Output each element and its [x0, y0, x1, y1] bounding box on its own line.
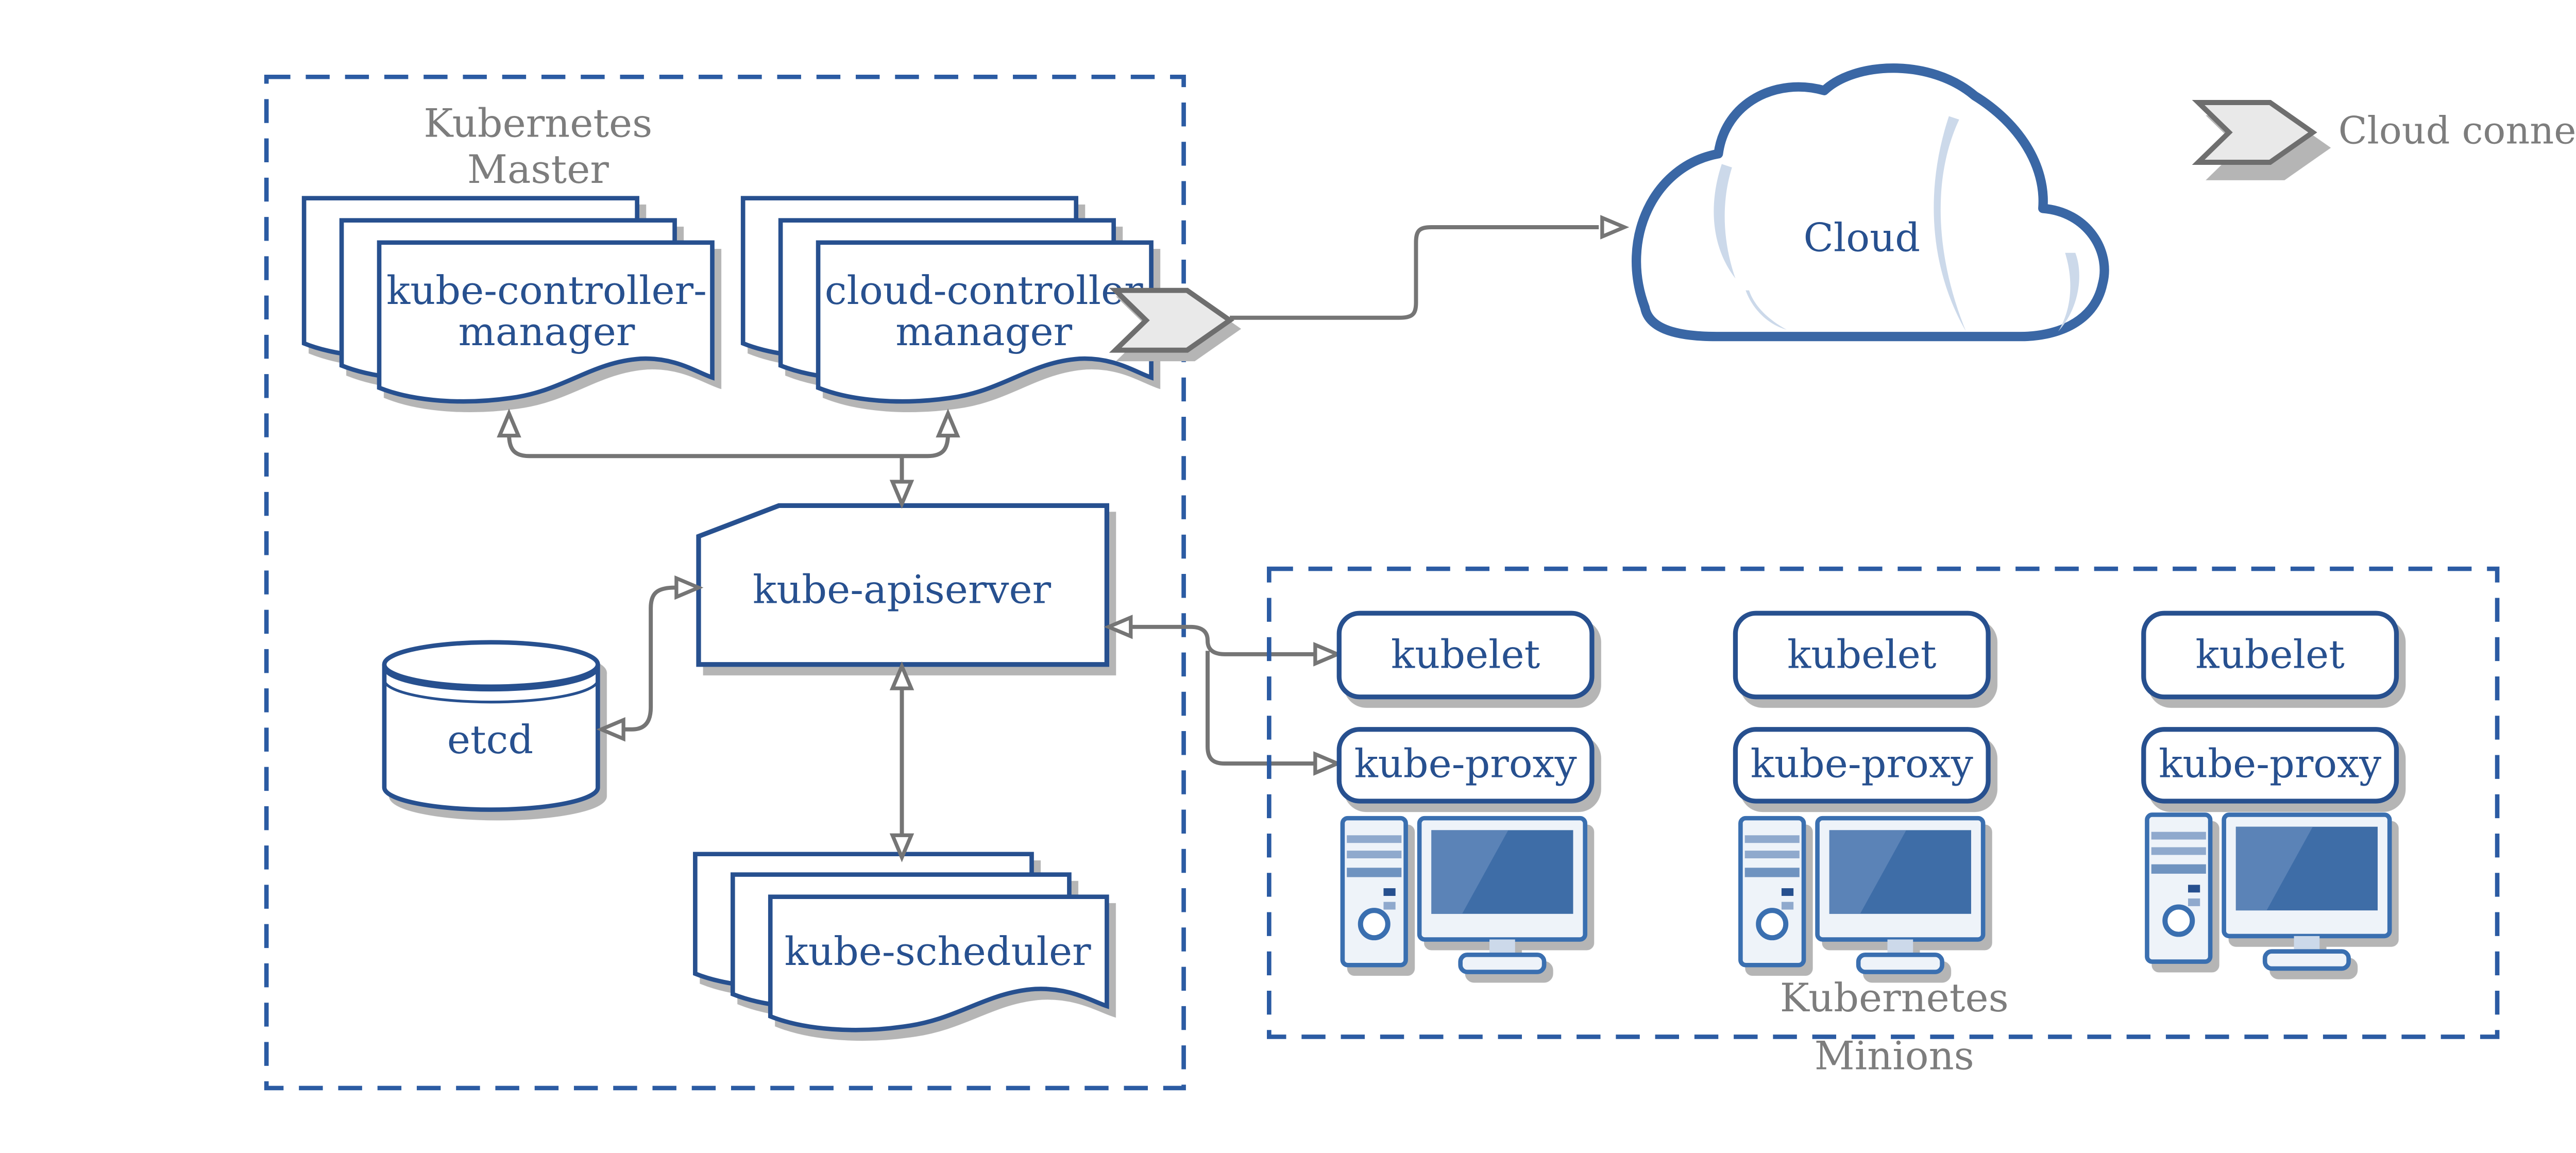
- cloud-label: Cloud: [1803, 214, 1920, 260]
- legend-cloud-connector: Cloud connector: [2192, 100, 2576, 165]
- arrow-apiserver-kubelet: [1104, 615, 1343, 776]
- arrowhead-left-icon: [1104, 615, 1133, 639]
- master-group-label-line2: Master: [467, 146, 609, 192]
- kube-proxy-label: kube-proxy: [2159, 741, 2381, 787]
- cloud-controller-manager-label-line1: cloud-controller: [825, 267, 1143, 313]
- workstation-icon: [1343, 818, 1585, 972]
- kubelet-label: kubelet: [1787, 631, 1937, 677]
- kube-proxy-box: [2141, 727, 2399, 804]
- minion-node: kubelet kube-proxy: [2141, 611, 2399, 969]
- cloud-connector-chevron-icon: [1109, 287, 1234, 353]
- kube-proxy-box: [1336, 727, 1595, 804]
- etcd-label: etcd: [447, 717, 533, 762]
- kube-scheduler-label: kube-scheduler: [785, 928, 1092, 974]
- arrow-apiserver-scheduler: [889, 661, 914, 862]
- kubelet-label: kubelet: [2195, 631, 2345, 677]
- arrow-etcd-apiserver: [596, 575, 704, 742]
- arrowhead-up-icon: [936, 409, 960, 438]
- database-cylinder-icon: [382, 664, 600, 812]
- arrowhead-right-icon: [1313, 642, 1343, 667]
- minions-group-label-line2: Minions: [1815, 1032, 1974, 1078]
- master-group-border: [264, 74, 1186, 1091]
- kubelet-box: [1733, 611, 1991, 700]
- kube-controller-manager-node: kube-controller- manager: [304, 198, 712, 402]
- arrowhead-right-icon: [1600, 215, 1630, 240]
- minions-group-label-line1: Kubernetes: [1780, 975, 2009, 1021]
- arrow-controllers-apiserver: [497, 409, 960, 509]
- minions-group-border: [1267, 566, 2500, 1039]
- etcd-node: [382, 640, 600, 812]
- kube-controller-manager-label-line1: kube-controller-: [386, 267, 707, 313]
- kube-controller-manager-label-line2: manager: [459, 309, 635, 354]
- arrowhead-up-icon: [889, 661, 914, 690]
- kube-apiserver-node: kube-apiserver: [696, 503, 1110, 667]
- arrow-cloudcontroller-cloud: [1230, 215, 1630, 320]
- kubelet-box: [1336, 611, 1595, 700]
- arrowhead-right-icon: [674, 575, 704, 600]
- cloud-shape-icon: [1632, 63, 2109, 342]
- arrowhead-down-icon: [889, 833, 914, 862]
- master-group-label-line1: Kubernetes: [423, 100, 652, 146]
- minion-node: kubelet kube-proxy: [1336, 611, 1595, 972]
- cloud-controller-manager-label-line2: manager: [895, 309, 1072, 354]
- kubelet-label: kubelet: [1391, 631, 1540, 677]
- workstation-icon: [2147, 815, 2389, 968]
- arrowhead-up-icon: [497, 409, 521, 438]
- workstation-icon: [1740, 818, 1983, 972]
- arrowhead-right-icon: [1313, 751, 1343, 776]
- arrowhead-down-icon: [889, 480, 914, 509]
- legend-cloud-connector-label: Cloud connector: [2338, 109, 2576, 153]
- minion-node: kubelet kube-proxy: [1733, 611, 1991, 972]
- kube-proxy-label: kube-proxy: [1354, 741, 1577, 787]
- kube-proxy-label: kube-proxy: [1751, 741, 1973, 787]
- kubelet-box: [2141, 611, 2399, 700]
- kube-scheduler-node: kube-scheduler: [695, 854, 1107, 1030]
- kube-apiserver-label: kube-apiserver: [753, 566, 1052, 612]
- arrowhead-left-icon: [596, 717, 625, 742]
- cloud-node: Cloud: [1632, 63, 2109, 342]
- kube-proxy-box: [1733, 727, 1991, 804]
- cloud-connector-chevron-icon: [2192, 100, 2317, 165]
- cloud-controller-manager-node: cloud-controller manager: [743, 198, 1151, 402]
